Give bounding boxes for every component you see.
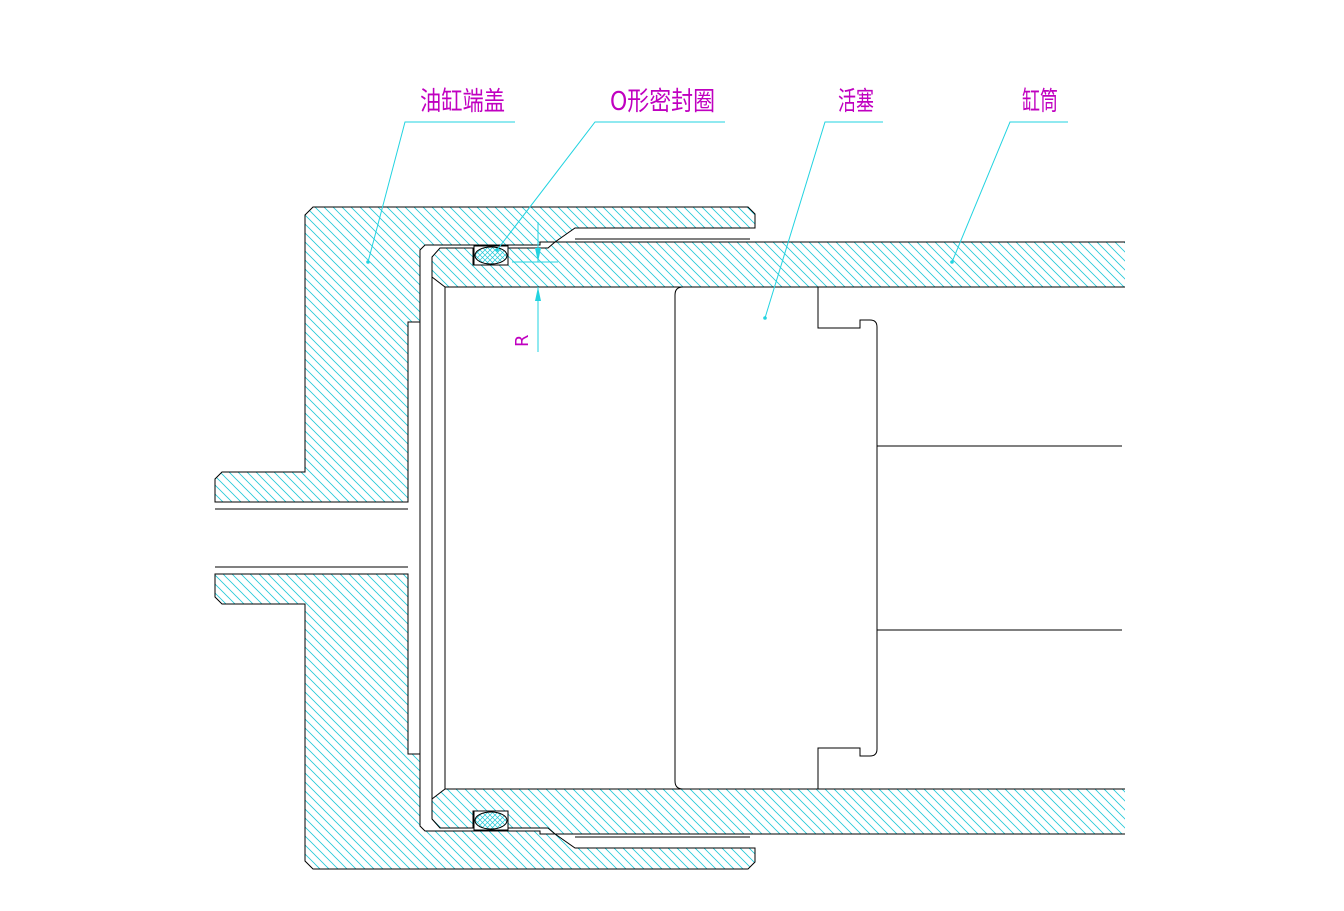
callout-end-cap: 油缸端盖 — [366, 87, 515, 264]
leader-dot-piston — [763, 316, 767, 320]
cylinder-tube-upper-outline — [431, 241, 1125, 288]
callout-cylinder-tube: 缸筒 — [950, 87, 1068, 264]
piston — [674, 286, 878, 790]
dimension-label: R — [512, 334, 533, 347]
cylinder-tube — [431, 241, 1125, 835]
leader-dot-cylinder-tube — [950, 260, 954, 264]
cylinder-tube-lower-outline — [431, 788, 1125, 835]
leader-piston — [764, 121, 883, 319]
o-ring-section-lower — [474, 811, 508, 830]
o-ring-lower — [473, 810, 509, 831]
o-ring-groove-upper — [473, 245, 509, 266]
leader-dot-o-ring — [495, 248, 499, 252]
leader-o-ring — [496, 121, 725, 251]
o-ring-upper — [473, 245, 509, 266]
label-o-ring: O形密封圈 — [610, 87, 715, 117]
leader-dot-end-cap — [366, 260, 370, 264]
dimension-r: R — [512, 222, 558, 352]
cylinder-tube-upper-wall — [432, 242, 1125, 287]
label-piston: 活塞 — [838, 87, 874, 117]
callout-o-ring: O形密封圈 — [495, 87, 725, 252]
end-cap-upper-section — [214, 206, 756, 503]
callout-piston: 活塞 — [763, 87, 883, 320]
cylinder-tube-lower-wall — [432, 789, 1125, 834]
o-ring-section-upper — [474, 246, 508, 265]
end-cap — [214, 206, 756, 870]
dimension-arrow-up — [535, 287, 541, 301]
end-cap-lower-section — [214, 573, 756, 870]
dimension-arrow-down — [535, 248, 541, 262]
label-end-cap: 油缸端盖 — [420, 87, 505, 117]
label-cylinder-tube: 缸筒 — [1022, 87, 1058, 117]
leader-cylinder-tube — [951, 121, 1068, 263]
leader-end-cap — [367, 121, 515, 263]
o-ring-groove-lower — [473, 810, 509, 831]
